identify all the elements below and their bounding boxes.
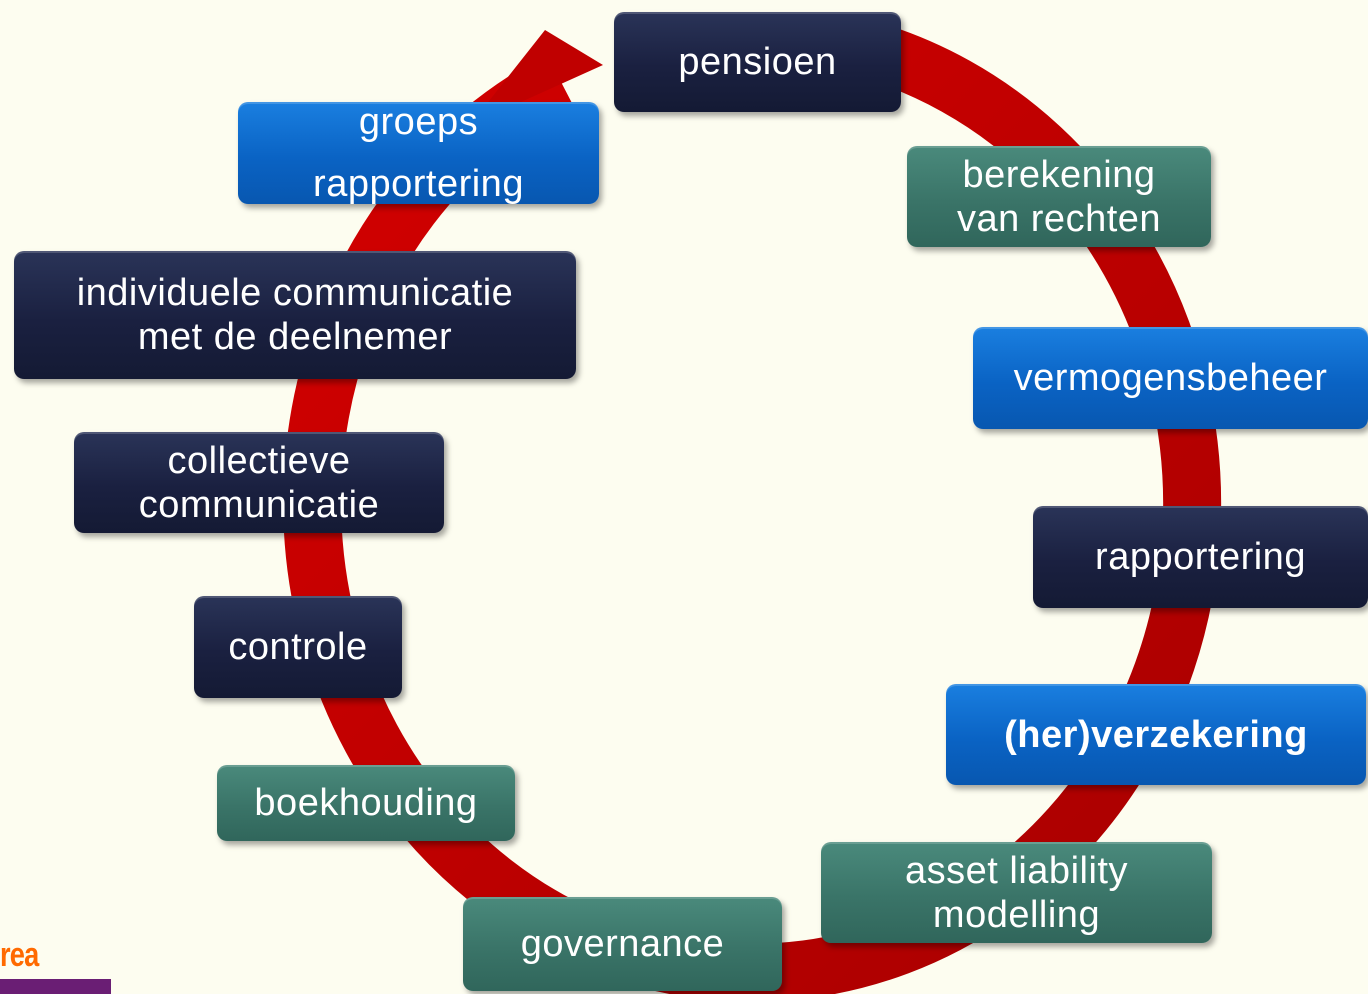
node-berekening-van-rechten: berekening van rechten (907, 146, 1211, 247)
node-asset-liability-modelling: asset liability modelling (821, 842, 1212, 943)
node-pensioen: pensioen (614, 12, 901, 112)
node-herverzekering: (her)verzekering (946, 684, 1366, 785)
node-collectieve-communicatie: collectieve communicatie (74, 432, 444, 533)
node-groeps-rapportering: groeps rapportering (238, 101, 599, 205)
node-boekhouding: boekhouding (217, 765, 515, 841)
node-vermogensbeheer: vermogensbeheer (973, 327, 1368, 429)
logo: rea (0, 936, 39, 974)
node-rapportering: rapportering (1033, 506, 1368, 608)
node-controle: controle (194, 596, 402, 698)
node-governance: governance (463, 897, 782, 991)
node-individuele-communicatie: individuele communicatie met de deelneme… (14, 251, 576, 379)
cycle-arrow-head (470, 30, 603, 125)
cycle-arrow-body (283, 22, 1222, 994)
logo-bar (0, 979, 111, 994)
